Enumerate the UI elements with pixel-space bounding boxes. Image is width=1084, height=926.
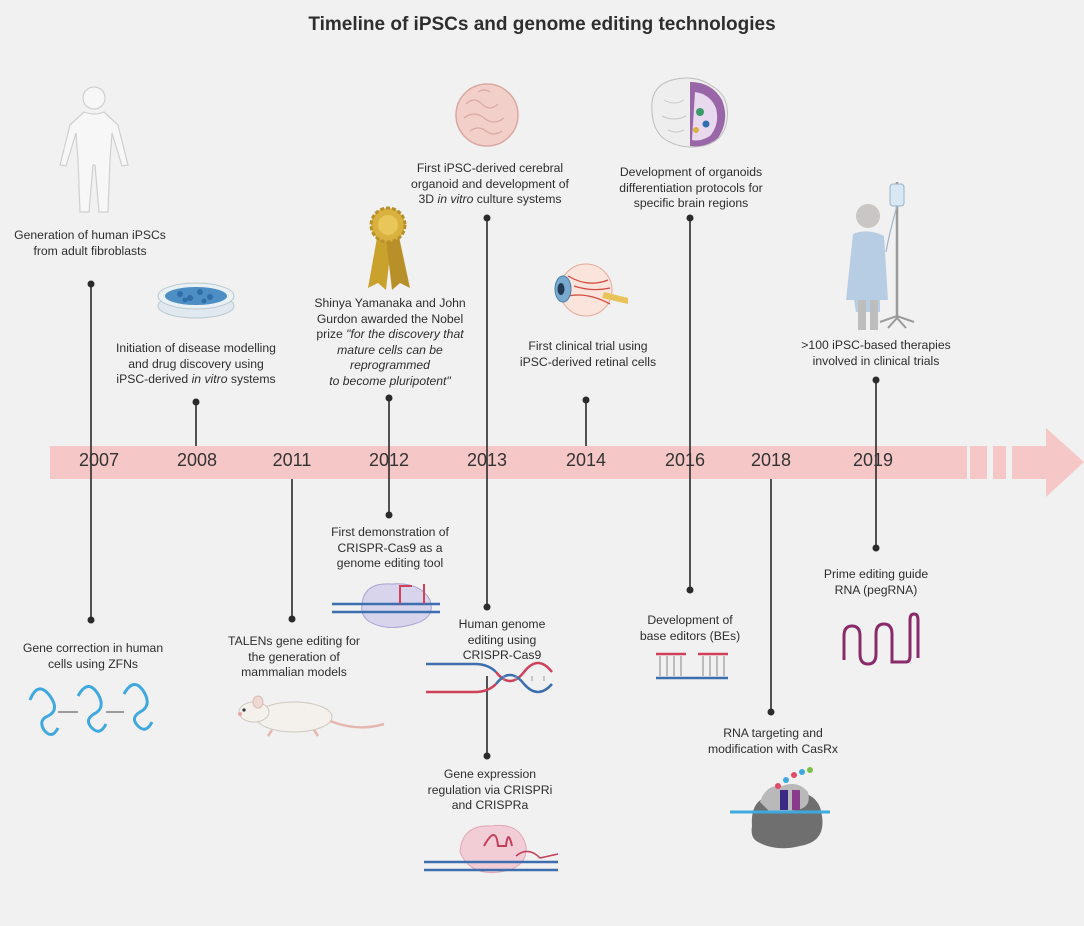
casrx-ribosome-icon <box>730 767 830 849</box>
year-label-2013: 2013 <box>466 450 508 470</box>
base-editor-icon <box>656 646 728 680</box>
year-label-2008: 2008 <box>176 450 218 470</box>
eye-icon <box>554 263 628 317</box>
event-2014-clinical-trial: First clinical trial using iPSC-derived … <box>519 339 657 369</box>
event-2008-disease-modelling: Initiation of disease modelling and drug… <box>116 341 276 386</box>
dna-helix-icon <box>426 661 553 694</box>
pegrna-icon <box>842 612 920 666</box>
rat-icon <box>238 695 385 737</box>
event-2016-base-editors: Development of base editors (BEs) <box>639 613 741 643</box>
patient-iv-icon <box>846 182 915 330</box>
event-2012-crispr-demo: First demonstration of CRISPR-Cas9 as a … <box>331 525 449 570</box>
event-2013-human-genome-editing: Human genome editing using CRISPR-Cas9 <box>458 617 546 662</box>
nobel-medal-icon <box>368 206 410 290</box>
year-label-2014: 2014 <box>565 450 607 470</box>
dcas9-regulation-icon <box>424 824 559 874</box>
event-2007-zfn-correction: Gene correction in human cells using ZFN… <box>22 641 164 671</box>
cas9-complex-icon <box>332 583 440 628</box>
year-label-2012: 2012 <box>368 450 410 470</box>
event-2019-ipsc-therapies: >100 iPSC-based therapies involved in cl… <box>801 338 951 368</box>
diagram-title: Timeline of iPSCs and genome editing tec… <box>308 14 776 35</box>
timeline-arrow <box>50 428 1084 497</box>
event-2013-cerebral-organoid: First iPSC-derived cerebral organoid and… <box>411 161 569 206</box>
human-body-icon <box>59 86 129 213</box>
event-2012-nobel-prize: Shinya Yamanaka and John Gurdon awarded … <box>314 296 466 388</box>
cerebral-organoid-icon <box>455 83 519 147</box>
petri-dish-icon <box>157 282 235 319</box>
year-label-2018: 2018 <box>750 450 792 470</box>
event-2013-crispri-crispra: Gene expression regulation via CRISPRi a… <box>427 767 553 812</box>
event-2007-ipsc-generation: Generation of human iPSCs from adult fib… <box>14 228 166 258</box>
event-2016-brain-organoids: Development of organoids differentiation… <box>619 165 763 210</box>
event-2018-casrx: RNA targeting and modification with CasR… <box>707 726 839 756</box>
brain-section-icon <box>651 77 728 148</box>
year-label-2007: 2007 <box>78 450 120 470</box>
year-label-2011: 2011 <box>272 450 312 470</box>
year-label-2019: 2019 <box>852 450 894 470</box>
year-label-2016: 2016 <box>664 450 706 470</box>
connector-lines <box>90 218 877 756</box>
zfn-protein-icon <box>28 683 154 736</box>
event-2011-talens: TALENs gene editing for the generation o… <box>228 634 360 679</box>
event-2019-pegrna: Prime editing guide RNA (pegRNA) <box>823 567 929 597</box>
connector-dots <box>87 214 880 760</box>
